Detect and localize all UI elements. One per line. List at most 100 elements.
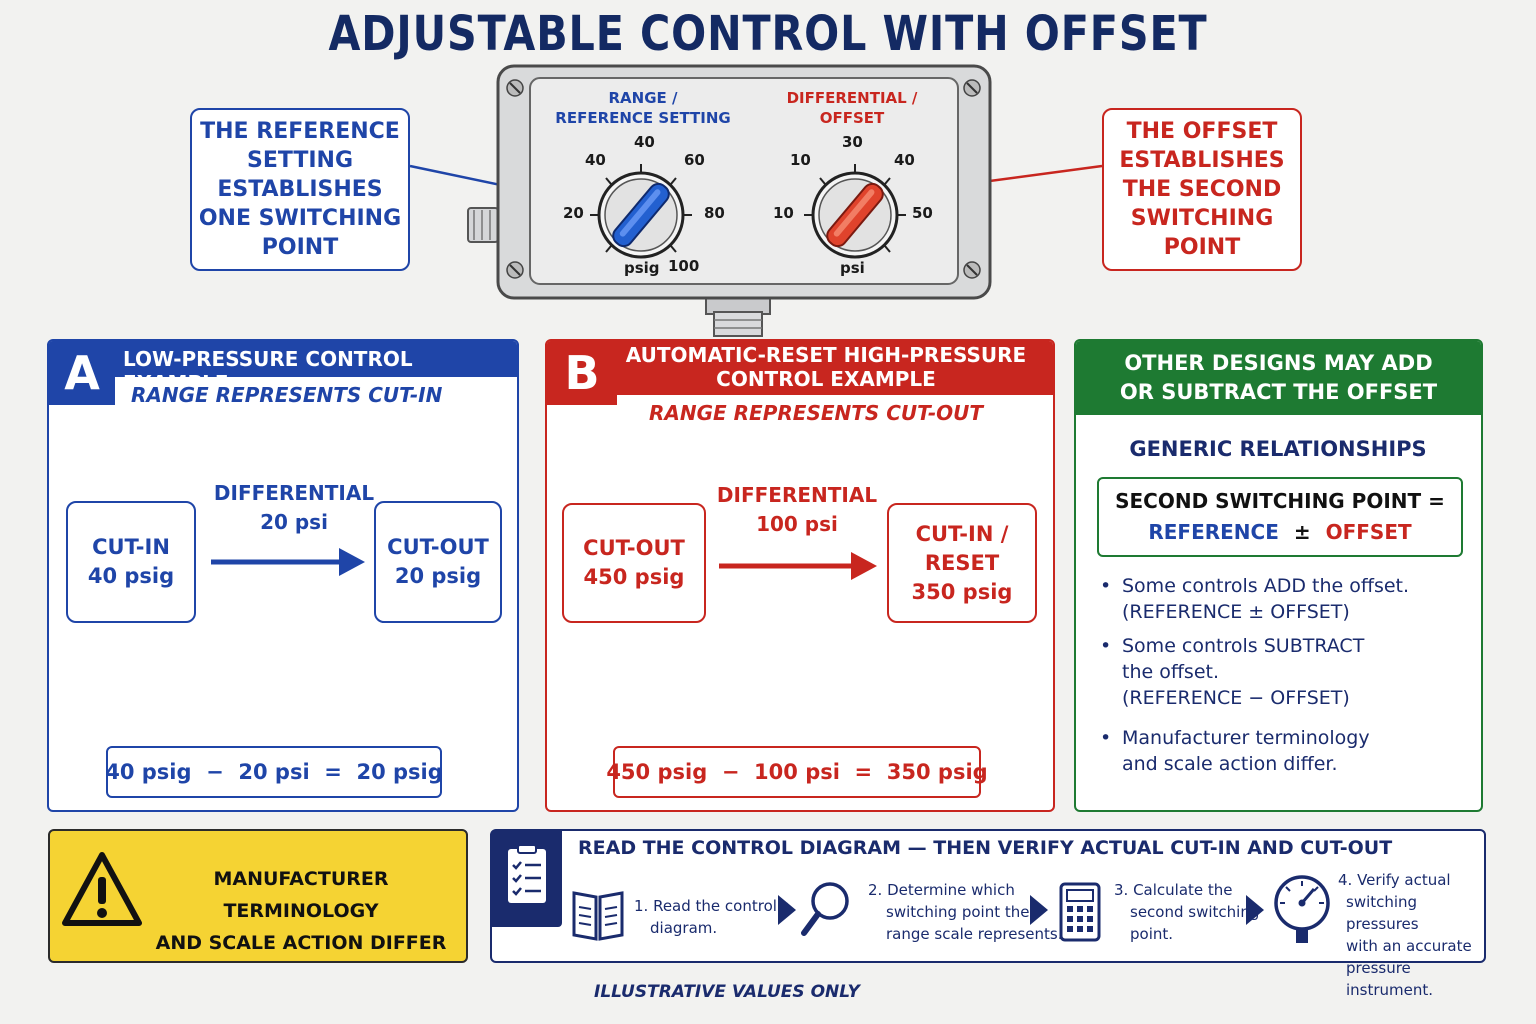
panel-a-arrow-icon: [211, 548, 365, 576]
cut-out-node-b: CUT-OUT 450 psig: [562, 503, 706, 623]
steps-panel: READ THE CONTROL DIAGRAM — THEN VERIFY A…: [490, 829, 1486, 999]
step-line: with an accurate: [1346, 937, 1472, 955]
callout-line: SWITCHING: [1130, 206, 1274, 231]
node-label: CUT-OUT: [387, 535, 489, 559]
step-line: second switching: [1130, 903, 1260, 921]
diff-tick: 30: [842, 133, 863, 151]
panel-c-title-line: OTHER DESIGNS MAY ADD: [1124, 351, 1433, 375]
formula-reference: REFERENCE: [1148, 520, 1279, 544]
node-value: 40 psig: [87, 564, 175, 588]
diff-label-line: DIFFERENTIAL /: [786, 89, 918, 107]
warning-icon: [62, 852, 142, 926]
range-tick: 60: [684, 151, 705, 169]
footer-note: ILLUSTRATIVE VALUES ONLY: [594, 982, 860, 1002]
panel-b-arrow-icon: [719, 552, 877, 580]
node-label: CUT-IN: [92, 535, 170, 559]
cut-in-node: CUT-IN 40 psig: [66, 501, 196, 623]
panel-a-equation: 40 psig − 20 psi = 20 psig: [105, 746, 443, 798]
callout-line: THE REFERENCE: [200, 119, 400, 144]
bullet-line: Manufacturer terminology: [1122, 727, 1370, 749]
formula-line: SECOND SWITCHING POINT =: [1115, 489, 1445, 513]
node-value: 350 psig: [911, 579, 1013, 604]
formula-offset: OFFSET: [1325, 520, 1412, 544]
bullet-item: Some controls SUBTRACT the offset. (REFE…: [1096, 633, 1466, 711]
open-book-icon: [572, 891, 624, 941]
panel-a-header: [49, 341, 517, 377]
calculator-icon: [1059, 882, 1101, 942]
step-4: 4. Verify actual switching pressures wit…: [1338, 869, 1484, 1001]
node-label: CUT-IN /: [915, 521, 1009, 546]
generic-formula-box: SECOND SWITCHING POINT = REFERENCE ± OFF…: [1097, 477, 1463, 557]
diff-unit: psi: [840, 259, 865, 277]
step-line: 1. Read the control's: [634, 897, 789, 915]
warning-box: MANUFACTURER TERMINOLOGY AND SCALE ACTIO…: [48, 829, 468, 963]
range-dial[interactable]: [586, 160, 696, 270]
step-2: 2. Determine which switching point the r…: [868, 879, 1062, 945]
reference-callout: THE REFERENCE SETTING ESTABLISHES ONE SW…: [190, 108, 410, 271]
diff-dial-label: DIFFERENTIAL / OFFSET: [762, 88, 942, 128]
arrow-label-line: DIFFERENTIAL: [213, 481, 375, 505]
panel-c-title-line: OR SUBTRACT THE OFFSET: [1119, 380, 1438, 404]
bullet-line: (REFERENCE − OFFSET): [1122, 687, 1350, 709]
range-tick: 40: [634, 133, 655, 151]
range-unit: psig: [624, 259, 660, 277]
range-label-line: RANGE /: [608, 89, 678, 107]
step-line: diagram.: [650, 919, 718, 937]
panel-c-header: OTHER DESIGNS MAY ADD OR SUBTRACT THE OF…: [1076, 341, 1481, 415]
node-value: 450 psig: [583, 565, 685, 589]
warning-line: MANUFACTURER TERMINOLOGY: [213, 868, 389, 922]
arrow-label-line: 20 psi: [260, 510, 328, 534]
panel-b-title-line: CONTROL EXAMPLE: [716, 367, 936, 391]
generic-relationships-heading: GENERIC RELATIONSHIPS: [1129, 437, 1427, 461]
magnifier-icon: [801, 882, 849, 936]
step-arrow-icon: [1246, 895, 1264, 925]
step-line: switching pressures: [1346, 893, 1419, 933]
panel-a-letter: A: [49, 341, 115, 405]
node-label: RESET: [924, 550, 1000, 575]
panel-c-other-designs: OTHER DESIGNS MAY ADD OR SUBTRACT THE OF…: [1074, 339, 1483, 812]
cut-in-reset-node: CUT-IN / RESET 350 psig: [887, 503, 1037, 623]
bullet-line: Some controls SUBTRACT: [1122, 635, 1365, 657]
panel-b-title: AUTOMATIC-RESET HIGH-PRESSURE CONTROL EX…: [621, 343, 1031, 391]
diff-tick: 40: [894, 151, 915, 169]
arrow-label-line: 100 psi: [756, 512, 838, 536]
callout-line: POINT: [1163, 235, 1241, 260]
range-tick: 40: [585, 151, 606, 169]
callout-line: SETTING: [246, 148, 354, 173]
clipboard-icon-tile: [492, 831, 562, 927]
callout-line: THE SECOND: [1122, 177, 1282, 202]
panel-b-subtitle: RANGE REPRESENTS CUT-OUT: [649, 401, 984, 425]
panel-b-high-pressure: B AUTOMATIC-RESET HIGH-PRESSURE CONTROL …: [545, 339, 1055, 812]
range-label-line: REFERENCE SETTING: [555, 109, 731, 127]
callout-line: ESTABLISHES: [1119, 148, 1285, 173]
diff-tick: 50: [912, 204, 933, 222]
step-3: 3. Calculate the second switching point.: [1114, 879, 1259, 945]
range-tick: 20: [563, 204, 584, 222]
panel-a-subtitle: RANGE REPRESENTS CUT-IN: [131, 383, 443, 407]
bullet-line: (REFERENCE ± OFFSET): [1122, 601, 1350, 623]
node-value: 20 psig: [394, 564, 482, 588]
diff-tick: 10: [790, 151, 811, 169]
bullet-item: Manufacturer terminology and scale actio…: [1096, 725, 1466, 777]
callout-line: ONE SWITCHING: [198, 206, 402, 231]
range-tick: 80: [704, 204, 725, 222]
step-line: switching point the: [886, 903, 1030, 921]
formula-operator: ±: [1293, 520, 1311, 544]
diff-label-line: OFFSET: [819, 109, 885, 127]
panel-b-letter: B: [547, 341, 617, 405]
callout-line: THE OFFSET: [1126, 119, 1278, 144]
step-line: pressure instrument.: [1346, 959, 1434, 999]
offset-callout: THE OFFSET ESTABLISHES THE SECOND SWITCH…: [1102, 108, 1302, 271]
relationship-bullets: Some controls ADD the offset. (REFERENCE…: [1096, 573, 1466, 785]
differential-dial[interactable]: [800, 160, 910, 270]
panel-a-low-pressure: A LOW-PRESSURE CONTROL EXAMPLE RANGE REP…: [47, 339, 519, 812]
panel-b-equation: 450 psig − 100 psi = 350 psig: [606, 746, 988, 798]
bullet-line: Some controls ADD the offset.: [1122, 575, 1410, 597]
callout-line: ESTABLISHES: [217, 177, 383, 202]
callout-line: POINT: [261, 235, 339, 260]
cut-out-node: CUT-OUT 20 psig: [374, 501, 502, 623]
panel-a-title: LOW-PRESSURE CONTROL EXAMPLE: [123, 347, 413, 395]
step-line: point.: [1130, 925, 1174, 943]
bullet-item: Some controls ADD the offset. (REFERENCE…: [1096, 573, 1466, 625]
arrow-label-line: DIFFERENTIAL: [716, 483, 878, 507]
